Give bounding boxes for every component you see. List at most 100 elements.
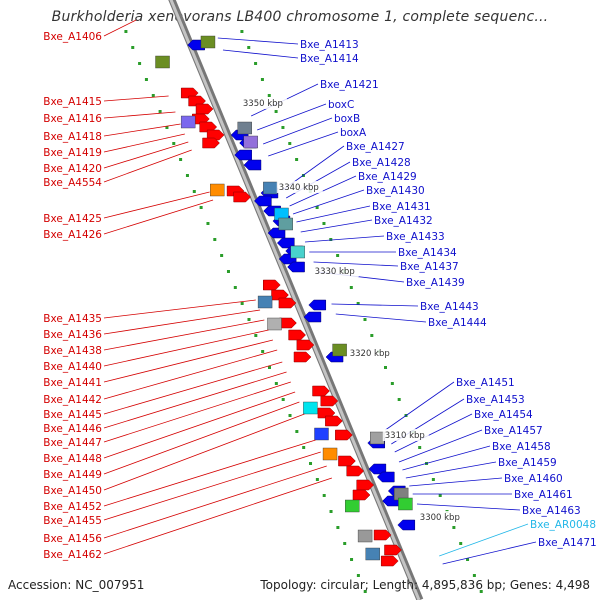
right-gene-label[interactable]: Bxe_A1432 <box>374 215 433 227</box>
left-gene-label[interactable]: Bxe_A1442 <box>43 394 102 406</box>
gene-block[interactable] <box>345 499 360 513</box>
gene-block[interactable] <box>155 55 170 69</box>
forward-gene-arrow[interactable] <box>202 137 220 149</box>
reverse-gene-arrow[interactable] <box>397 519 416 531</box>
left-gene-label[interactable]: Bxe_A1435 <box>43 313 102 325</box>
reverse-gene-arrow[interactable] <box>187 39 205 51</box>
right-gene-label[interactable]: Bxe_A1414 <box>300 53 359 65</box>
right-gene-label[interactable]: Bxe_A1457 <box>484 425 543 437</box>
right-gene-label[interactable]: Bxe_A1454 <box>474 409 533 421</box>
forward-gene-arrow[interactable] <box>278 297 297 309</box>
gene-block[interactable] <box>210 183 225 197</box>
gene-block[interactable] <box>267 317 282 331</box>
right-gene-label[interactable]: Bxe_A1458 <box>492 441 551 453</box>
left-gene-label[interactable]: Bxe_A1449 <box>43 469 102 481</box>
gene-block[interactable] <box>278 217 293 231</box>
reverse-gene-arrow[interactable] <box>267 227 286 239</box>
right-gene-label[interactable]: Bxe_AR0048 <box>530 519 596 531</box>
left-gene-label[interactable]: Bxe_A1436 <box>43 329 102 341</box>
left-gene-label[interactable]: Bxe_A1450 <box>43 485 102 497</box>
right-gene-label[interactable]: Bxe_A1429 <box>358 171 417 183</box>
right-gene-label[interactable]: Bxe_A1427 <box>346 141 405 153</box>
forward-gene-arrow[interactable] <box>188 95 206 107</box>
right-gene-label[interactable]: Bxe_A1431 <box>372 201 431 213</box>
left-gene-label[interactable]: Bxe_A4554 <box>43 177 102 189</box>
right-gene-label[interactable]: Bxe_A1453 <box>466 394 525 406</box>
right-gene-label[interactable]: Bxe_A1451 <box>456 377 515 389</box>
reverse-gene-arrow[interactable] <box>303 311 322 323</box>
right-gene-label[interactable]: Bxe_A1428 <box>352 157 411 169</box>
right-gene-label[interactable]: boxB <box>334 113 360 125</box>
left-gene-label[interactable]: Bxe_A1418 <box>43 131 102 143</box>
left-gene-label[interactable]: Bxe_A1456 <box>43 533 102 545</box>
forward-gene-arrow[interactable] <box>346 465 365 477</box>
left-gene-label[interactable]: Bxe_A1415 <box>43 96 102 108</box>
reverse-gene-arrow[interactable] <box>253 195 272 207</box>
left-gene-label[interactable]: Bxe_A1446 <box>43 423 102 435</box>
right-gene-label[interactable]: Bxe_A1421 <box>320 79 379 91</box>
left-gene-label[interactable]: Bxe_A1445 <box>43 409 102 421</box>
gene-block[interactable] <box>322 447 338 461</box>
reverse-gene-arrow[interactable] <box>287 261 305 273</box>
gene-block[interactable] <box>263 181 278 195</box>
forward-gene-arrow[interactable] <box>262 279 281 291</box>
forward-gene-arrow[interactable] <box>288 329 306 341</box>
left-gene-label[interactable]: Bxe_A1452 <box>43 501 102 513</box>
left-gene-label[interactable]: Bxe_A1462 <box>43 549 102 561</box>
forward-gene-arrow[interactable] <box>325 415 343 427</box>
right-gene-label[interactable]: Bxe_A1439 <box>406 277 465 289</box>
right-gene-label[interactable]: Bxe_A1437 <box>400 261 459 273</box>
gene-block[interactable] <box>243 135 258 149</box>
left-gene-label[interactable]: Bxe_A1420 <box>43 163 102 175</box>
gene-block[interactable] <box>200 35 216 49</box>
gene-block[interactable] <box>257 295 273 309</box>
forward-gene-arrow[interactable] <box>352 489 371 501</box>
right-gene-label[interactable]: Bxe_A1430 <box>366 185 425 197</box>
left-gene-label[interactable]: Bxe_A1441 <box>43 377 102 389</box>
left-gene-label[interactable]: Bxe_A1447 <box>43 437 102 449</box>
right-gene-label[interactable]: Bxe_A1434 <box>398 247 457 259</box>
left-gene-label[interactable]: Bxe_A1425 <box>43 213 102 225</box>
forward-gene-arrow[interactable] <box>373 529 392 541</box>
forward-gene-arrow[interactable] <box>335 429 353 441</box>
gene-block[interactable] <box>237 121 252 135</box>
left-gene-label[interactable]: Bxe_A1455 <box>43 515 102 527</box>
left-gene-label[interactable]: Bxe_A1426 <box>43 229 102 241</box>
forward-gene-arrow[interactable] <box>356 479 375 491</box>
reverse-gene-arrow[interactable] <box>243 159 262 171</box>
reverse-gene-arrow[interactable] <box>308 299 327 311</box>
left-gene-label[interactable]: Bxe_A1448 <box>43 453 102 465</box>
gene-block[interactable] <box>357 529 373 543</box>
forward-gene-arrow[interactable] <box>279 317 297 329</box>
right-gene-label[interactable]: Bxe_A1459 <box>498 457 557 469</box>
left-gene-label[interactable]: Bxe_A1438 <box>43 345 102 357</box>
forward-gene-arrow[interactable] <box>195 103 214 115</box>
right-gene-label[interactable]: boxA <box>340 127 367 139</box>
forward-gene-arrow[interactable] <box>317 407 336 419</box>
right-gene-label[interactable]: Bxe_A1433 <box>386 231 445 243</box>
forward-gene-arrow[interactable] <box>293 351 312 363</box>
gene-block[interactable] <box>370 431 385 445</box>
gene-labels[interactable]: Bxe_A1406Bxe_A1415Bxe_A1416Bxe_A1418Bxe_… <box>43 31 596 561</box>
forward-gene-arrow[interactable] <box>384 544 402 556</box>
left-gene-label[interactable]: Bxe_A1440 <box>43 361 102 373</box>
gene-block[interactable] <box>290 245 305 259</box>
gene-block[interactable] <box>303 401 318 415</box>
forward-gene-arrow[interactable] <box>312 385 330 397</box>
gene-block[interactable] <box>365 547 380 561</box>
right-gene-label[interactable]: Bxe_A1460 <box>504 473 563 485</box>
right-gene-label[interactable]: Bxe_A1443 <box>420 301 479 313</box>
reverse-gene-arrow[interactable] <box>376 471 395 483</box>
gene-block[interactable] <box>180 115 196 129</box>
right-gene-label[interactable]: boxC <box>328 99 354 111</box>
gene-block[interactable] <box>332 343 347 357</box>
right-gene-label[interactable]: Bxe_A1471 <box>538 537 597 549</box>
forward-gene-arrow[interactable] <box>180 87 199 99</box>
left-gene-label[interactable]: Bxe_A1416 <box>43 113 102 125</box>
reverse-gene-arrow[interactable] <box>234 149 252 161</box>
gene-block[interactable] <box>398 497 413 511</box>
forward-gene-arrow[interactable] <box>199 121 218 133</box>
right-gene-label[interactable]: Bxe_A1461 <box>514 489 573 501</box>
forward-gene-arrow[interactable] <box>320 395 339 407</box>
right-gene-label[interactable]: Bxe_A1444 <box>428 317 487 329</box>
